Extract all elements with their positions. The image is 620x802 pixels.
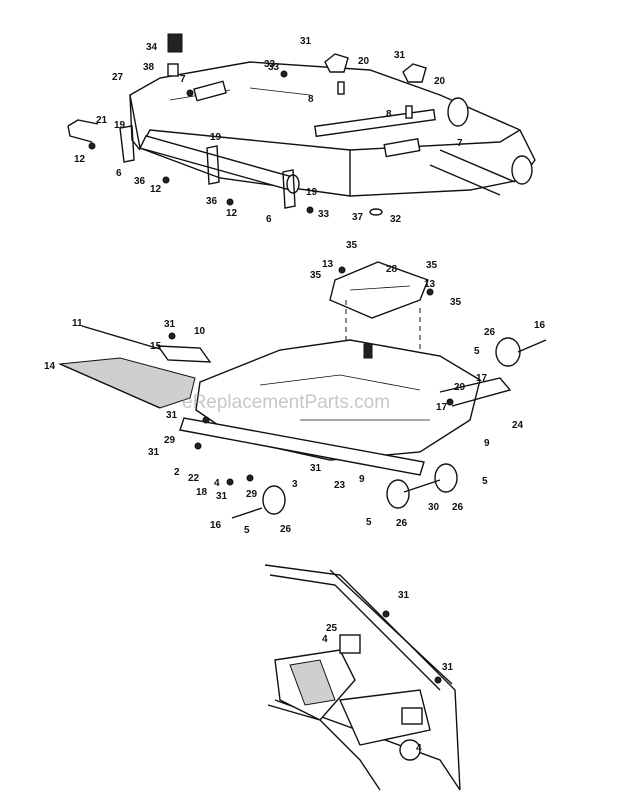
callout-middle-36: 5	[366, 517, 372, 528]
callout-top-9: 21	[96, 115, 108, 126]
callout-top-7: 31	[394, 50, 406, 61]
callout-middle-32: 17	[436, 402, 448, 413]
callout-middle-6: 35	[450, 297, 462, 308]
callout-bottom-1: 25	[326, 623, 338, 634]
callout-middle-16: 17	[476, 373, 488, 384]
callout-bottom-4: 4	[416, 743, 422, 754]
callout-top-24: 37	[352, 212, 364, 223]
callout-middle-3: 28	[386, 264, 398, 275]
callout-middle-38: 30	[428, 502, 440, 513]
callout-middle-7: 11	[72, 318, 83, 329]
callout-middle-31: 9	[484, 438, 490, 449]
callout-top-21: 7	[180, 74, 186, 85]
callout-middle-27: 3	[292, 479, 298, 490]
callout-middle-9: 10	[194, 326, 206, 337]
callout-top-17: 19	[306, 187, 318, 198]
top-deck-assembly	[67, 33, 536, 216]
callout-middle-1: 13	[322, 259, 334, 270]
callout-top-2: 27	[112, 72, 124, 83]
callout-bottom-0: 31	[398, 590, 410, 601]
callout-middle-14: 5	[474, 346, 480, 357]
callout-bottom-3: 31	[442, 662, 454, 673]
callout-middle-33: 16	[210, 520, 222, 531]
callout-middle-0: 35	[346, 240, 358, 251]
callout-middle-37: 26	[396, 518, 408, 529]
middle-deck-assembly	[58, 261, 547, 519]
watermark: eReplacementParts.com	[182, 392, 390, 413]
callout-top-18: 6	[266, 214, 272, 225]
callout-top-26: 19	[210, 132, 222, 143]
callout-middle-35: 26	[280, 524, 292, 535]
callout-top-11: 12	[74, 154, 86, 165]
callout-middle-17: 31	[166, 410, 178, 421]
callout-top-12: 6	[116, 168, 122, 179]
callout-top-3: 33	[264, 59, 276, 70]
callout-middle-30: 9	[359, 474, 365, 485]
callout-middle-23: 18	[196, 487, 208, 498]
callout-top-14: 12	[150, 184, 162, 195]
callout-top-25: 32	[390, 214, 402, 225]
callout-middle-11: 14	[44, 361, 56, 372]
callout-middle-26: 29	[246, 489, 258, 500]
callout-middle-25: 31	[216, 491, 228, 502]
callout-middle-10: 15	[150, 341, 162, 352]
callout-middle-18: 29	[164, 435, 176, 446]
callout-middle-2: 35	[310, 270, 322, 281]
callout-top-0: 34	[146, 42, 158, 53]
callout-top-22: 8	[386, 109, 392, 120]
bottom-detail-view	[264, 564, 461, 791]
callout-top-13: 36	[134, 176, 146, 187]
callout-middle-19: 24	[512, 420, 524, 431]
callout-middle-39: 26	[452, 502, 464, 513]
callout-middle-22: 22	[188, 473, 200, 484]
callout-bottom-2: 4	[322, 634, 328, 645]
callout-top-1: 38	[143, 62, 155, 73]
callout-middle-20: 31	[148, 447, 160, 458]
callout-top-20: 33	[318, 209, 330, 220]
callout-middle-40: 5	[482, 476, 488, 487]
callout-middle-28: 31	[310, 463, 322, 474]
callout-middle-4: 35	[426, 260, 438, 271]
callout-top-8: 20	[434, 76, 446, 87]
callout-top-19: 33	[268, 62, 280, 73]
callout-middle-29: 23	[334, 480, 346, 491]
callout-middle-5: 13	[424, 279, 436, 290]
callout-top-15: 36	[206, 196, 218, 207]
callout-middle-12: 26	[484, 327, 496, 338]
callout-top-4: 31	[300, 36, 312, 47]
callout-top-6: 8	[308, 94, 314, 105]
callout-top-5: 20	[358, 56, 370, 67]
callout-middle-24: 4	[214, 478, 220, 489]
callout-middle-8: 31	[164, 319, 176, 330]
callout-middle-34: 5	[244, 525, 250, 536]
callout-top-23: 7	[457, 138, 463, 149]
callout-top-10: 19	[114, 120, 126, 131]
callout-middle-13: 16	[534, 320, 546, 331]
callout-top-16: 12	[226, 208, 238, 219]
callout-middle-21: 2	[174, 467, 180, 478]
callout-middle-15: 29	[454, 382, 466, 393]
